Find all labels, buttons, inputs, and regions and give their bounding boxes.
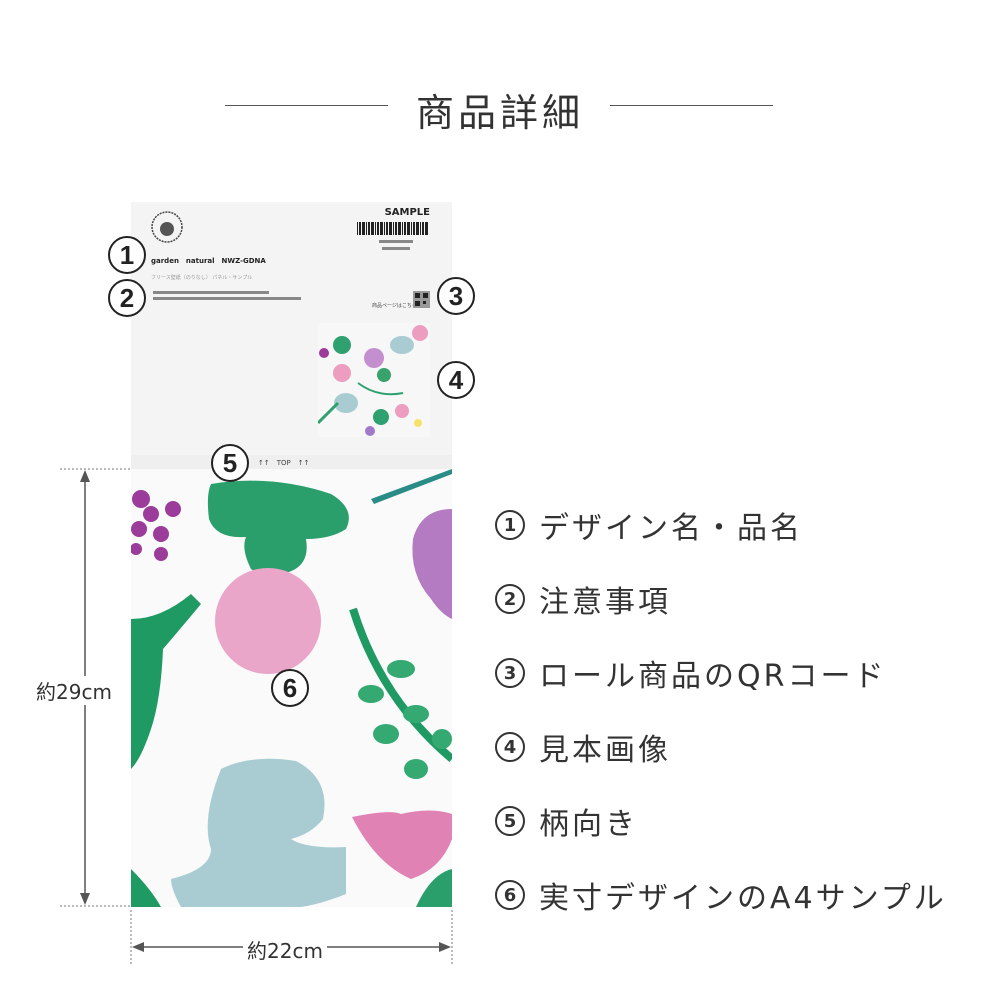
marker-3: 3 [437, 277, 475, 315]
marker-5: 5 [211, 444, 249, 482]
legend-item: 3 ロール商品のQRコード [495, 651, 886, 695]
legend-label: 注意事項 [539, 585, 671, 620]
legend-number: 5 [495, 806, 525, 836]
notice-line-1 [153, 291, 269, 294]
design-name: garden natural NWZ-GDNA [151, 257, 266, 265]
legend-label: 実寸デザインのA4サンプル [539, 881, 947, 916]
legend-label: 見本画像 [539, 733, 671, 768]
qr-caption: 商品ページはこちら [372, 303, 417, 309]
legend-label: デザイン名・品名 [539, 511, 803, 546]
top-marker: ↑↑ TOP ↑↑ [258, 459, 310, 467]
legend-item: 1 デザイン名・品名 [495, 503, 803, 547]
legend-item: 5 柄向き [495, 799, 638, 843]
pattern-preview-image [318, 323, 430, 437]
legend-number: 3 [495, 658, 525, 688]
height-dimension-label: 約29cm [32, 676, 116, 705]
marker-4: 4 [437, 361, 475, 399]
legend-number: 2 [495, 584, 525, 614]
page-title: 商品詳細 [415, 91, 584, 135]
width-dimension-label: 約22cm [243, 935, 327, 964]
legend-item: 4 見本画像 [495, 725, 671, 769]
marker-2: 2 [108, 279, 146, 317]
product-type: フリース壁紙（のりなし） パネル・サンプル [151, 275, 253, 281]
legend-number: 6 [495, 880, 525, 910]
marker-1: 1 [108, 236, 146, 274]
legend-item: 6 実寸デザインのA4サンプル [495, 873, 947, 917]
barcode [357, 222, 428, 250]
qr-code[interactable] [413, 291, 430, 308]
legend-number: 1 [495, 510, 525, 540]
brand-logo [151, 211, 183, 243]
legend-label: ロール商品のQRコード [539, 659, 887, 694]
notice-line-2 [153, 297, 301, 300]
legend-number: 4 [495, 732, 525, 762]
legend-label: 柄向き [539, 807, 638, 842]
pattern-artwork [131, 469, 452, 907]
title-divider-left [225, 105, 388, 106]
title-divider-right [610, 105, 773, 106]
sample-label: SAMPLE [384, 207, 430, 218]
marker-6: 6 [271, 669, 309, 707]
legend-item: 2 注意事項 [495, 577, 671, 621]
